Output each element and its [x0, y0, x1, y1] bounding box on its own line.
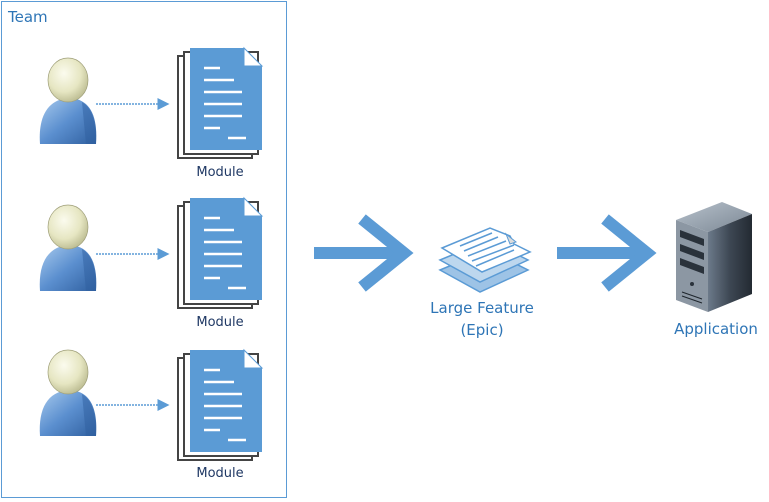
- team-member-1: [39, 57, 97, 145]
- application-label: Application: [674, 320, 758, 338]
- document-stack-icon: [176, 196, 264, 310]
- module-label-2: Module: [196, 315, 244, 330]
- user-icon: [39, 204, 97, 292]
- team-member-3: [39, 349, 97, 437]
- user-icon: [39, 349, 97, 437]
- server-tower-icon: [676, 202, 752, 312]
- module-label-3: Module: [196, 466, 244, 481]
- module-label-1: Module: [196, 165, 244, 180]
- epic-label-line2: (Epic): [460, 321, 504, 339]
- team-title: Team: [8, 8, 48, 26]
- team-container: [1, 1, 287, 498]
- flow-arrow-to-application: [557, 219, 647, 287]
- epic-label-line1: Large Feature: [430, 299, 534, 317]
- document-stack-icon: [176, 348, 264, 462]
- document-stack-icon: [176, 46, 264, 160]
- flow-arrow-to-epic: [314, 219, 404, 287]
- team-member-2: [39, 204, 97, 292]
- layered-pages-icon: [438, 227, 532, 293]
- user-icon: [39, 57, 97, 145]
